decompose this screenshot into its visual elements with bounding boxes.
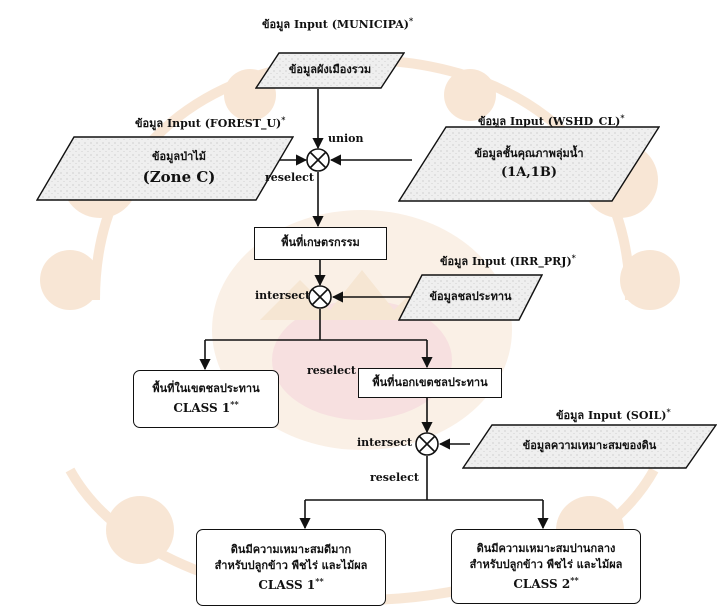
soil-input-title: ข้อมูล Input (SOIL)* bbox=[556, 406, 671, 424]
parallelogram-shape bbox=[36, 136, 294, 201]
medium-suitability-line1: ดินมีความเหมาะสมปานกลาง bbox=[476, 541, 616, 555]
parallelogram-shape bbox=[462, 424, 717, 469]
irr-input-title: ข้อมูล Input (IRR_PRJ)* bbox=[440, 252, 576, 270]
high-suitability-line1: ดินมีความเหมาะสมดีมาก bbox=[230, 542, 352, 556]
soil-title-mark: * bbox=[666, 406, 671, 417]
union-label: union bbox=[328, 132, 364, 145]
municipa-body: ข้อมูลผังเมืองรวม bbox=[288, 63, 372, 77]
municipa-input-title: ข้อมูล Input (MUNICIPA)* bbox=[262, 15, 413, 33]
in-irrigation-box: พื้นที่ในเขตชลประทาน CLASS 1** bbox=[133, 370, 279, 428]
forest-title-mark: * bbox=[281, 114, 286, 125]
parallelogram-shape bbox=[398, 126, 660, 202]
forest-body-line1: ข้อมูลป่าไม้ bbox=[151, 150, 207, 163]
wshd-parallelogram: ข้อมูลชั้นคุณภาพลุ่มน้ำ (1A,1B) bbox=[398, 126, 660, 202]
forest-parallelogram: ข้อมูลป่าไม้ (Zone C) bbox=[36, 136, 294, 201]
agri-area-box: พื้นที่เกษตรกรรม bbox=[254, 227, 387, 260]
wshd-body-line1: ข้อมูลชั้นคุณภาพลุ่มน้ำ bbox=[474, 147, 584, 160]
parallelogram-shape bbox=[398, 274, 543, 321]
municipa-title-text: ข้อมูล Input (MUNICIPA) bbox=[262, 18, 409, 31]
wshd-title-mark: * bbox=[620, 112, 625, 123]
soil-parallelogram: ข้อมูลความเหมาะสมของดิน bbox=[462, 424, 717, 469]
intersect-label-2: intersect bbox=[357, 436, 413, 449]
irr-parallelogram: ข้อมูลชลประทาน bbox=[398, 274, 543, 321]
forest-title-text: ข้อมูล Input (FOREST_U) bbox=[135, 117, 282, 130]
high-suitability-class-mark: ** bbox=[315, 575, 324, 586]
wshd-body-line2: (1A,1B) bbox=[501, 164, 557, 180]
reselect-label-1: reselect bbox=[265, 171, 314, 184]
wshd-title-text: ข้อมูล Input (WSHD_CL) bbox=[478, 115, 621, 128]
medium-suitability-line2: สำหรับปลูกข้าว พืชไร่ และไม้ผล bbox=[469, 558, 623, 571]
in-irrigation-class-text: CLASS 1 bbox=[173, 400, 231, 415]
irr-body: ข้อมูลชลประทาน bbox=[429, 290, 512, 304]
irr-title-mark: * bbox=[571, 252, 576, 263]
agri-area-text: พื้นที่เกษตรกรรม bbox=[281, 236, 360, 250]
high-suitability-class-text: CLASS 1 bbox=[258, 577, 316, 592]
municipa-title-mark: * bbox=[408, 15, 414, 26]
reselect-label-3: reselect bbox=[370, 471, 419, 484]
high-suitability-class: CLASS 1** bbox=[258, 575, 323, 594]
high-suitability-line2: สำหรับปลูกข้าว พืชไร่ และไม้ผล bbox=[214, 559, 368, 572]
forest-body-line2: (Zone C) bbox=[142, 167, 216, 186]
reselect-label-2: reselect bbox=[307, 364, 356, 377]
irr-title-text: ข้อมูล Input (IRR_PRJ) bbox=[440, 255, 572, 268]
in-irrigation-class-mark: ** bbox=[230, 398, 239, 409]
in-irrigation-text: พื้นที่ในเขตชลประทาน bbox=[152, 382, 260, 396]
in-irrigation-class: CLASS 1** bbox=[173, 398, 238, 417]
medium-suitability-class: CLASS 2** bbox=[513, 574, 578, 593]
soil-title-text: ข้อมูล Input (SOIL) bbox=[556, 409, 667, 422]
municipa-parallelogram: ข้อมูลผังเมืองรวม bbox=[255, 52, 405, 89]
medium-suitability-class-mark: ** bbox=[570, 574, 579, 585]
out-irrigation-text: พื้นที่นอกเขตชลประทาน bbox=[372, 375, 488, 389]
soil-body: ข้อมูลความเหมาะสมของดิน bbox=[522, 439, 657, 453]
wshd-input-title: ข้อมูล Input (WSHD_CL)* bbox=[478, 112, 625, 130]
medium-suitability-class-text: CLASS 2 bbox=[513, 576, 571, 591]
intersect-label-1: intersect bbox=[255, 289, 311, 302]
out-irrigation-box: พื้นที่นอกเขตชลประทาน bbox=[358, 368, 502, 398]
high-suitability-box: ดินมีความเหมาะสมดีมาก สำหรับปลูกข้าว พืช… bbox=[196, 529, 386, 606]
parallelogram-shape bbox=[255, 52, 405, 89]
medium-suitability-box: ดินมีความเหมาะสมปานกลาง สำหรับปลูกข้าว พ… bbox=[451, 529, 641, 604]
forest-input-title: ข้อมูล Input (FOREST_U)* bbox=[135, 114, 285, 132]
